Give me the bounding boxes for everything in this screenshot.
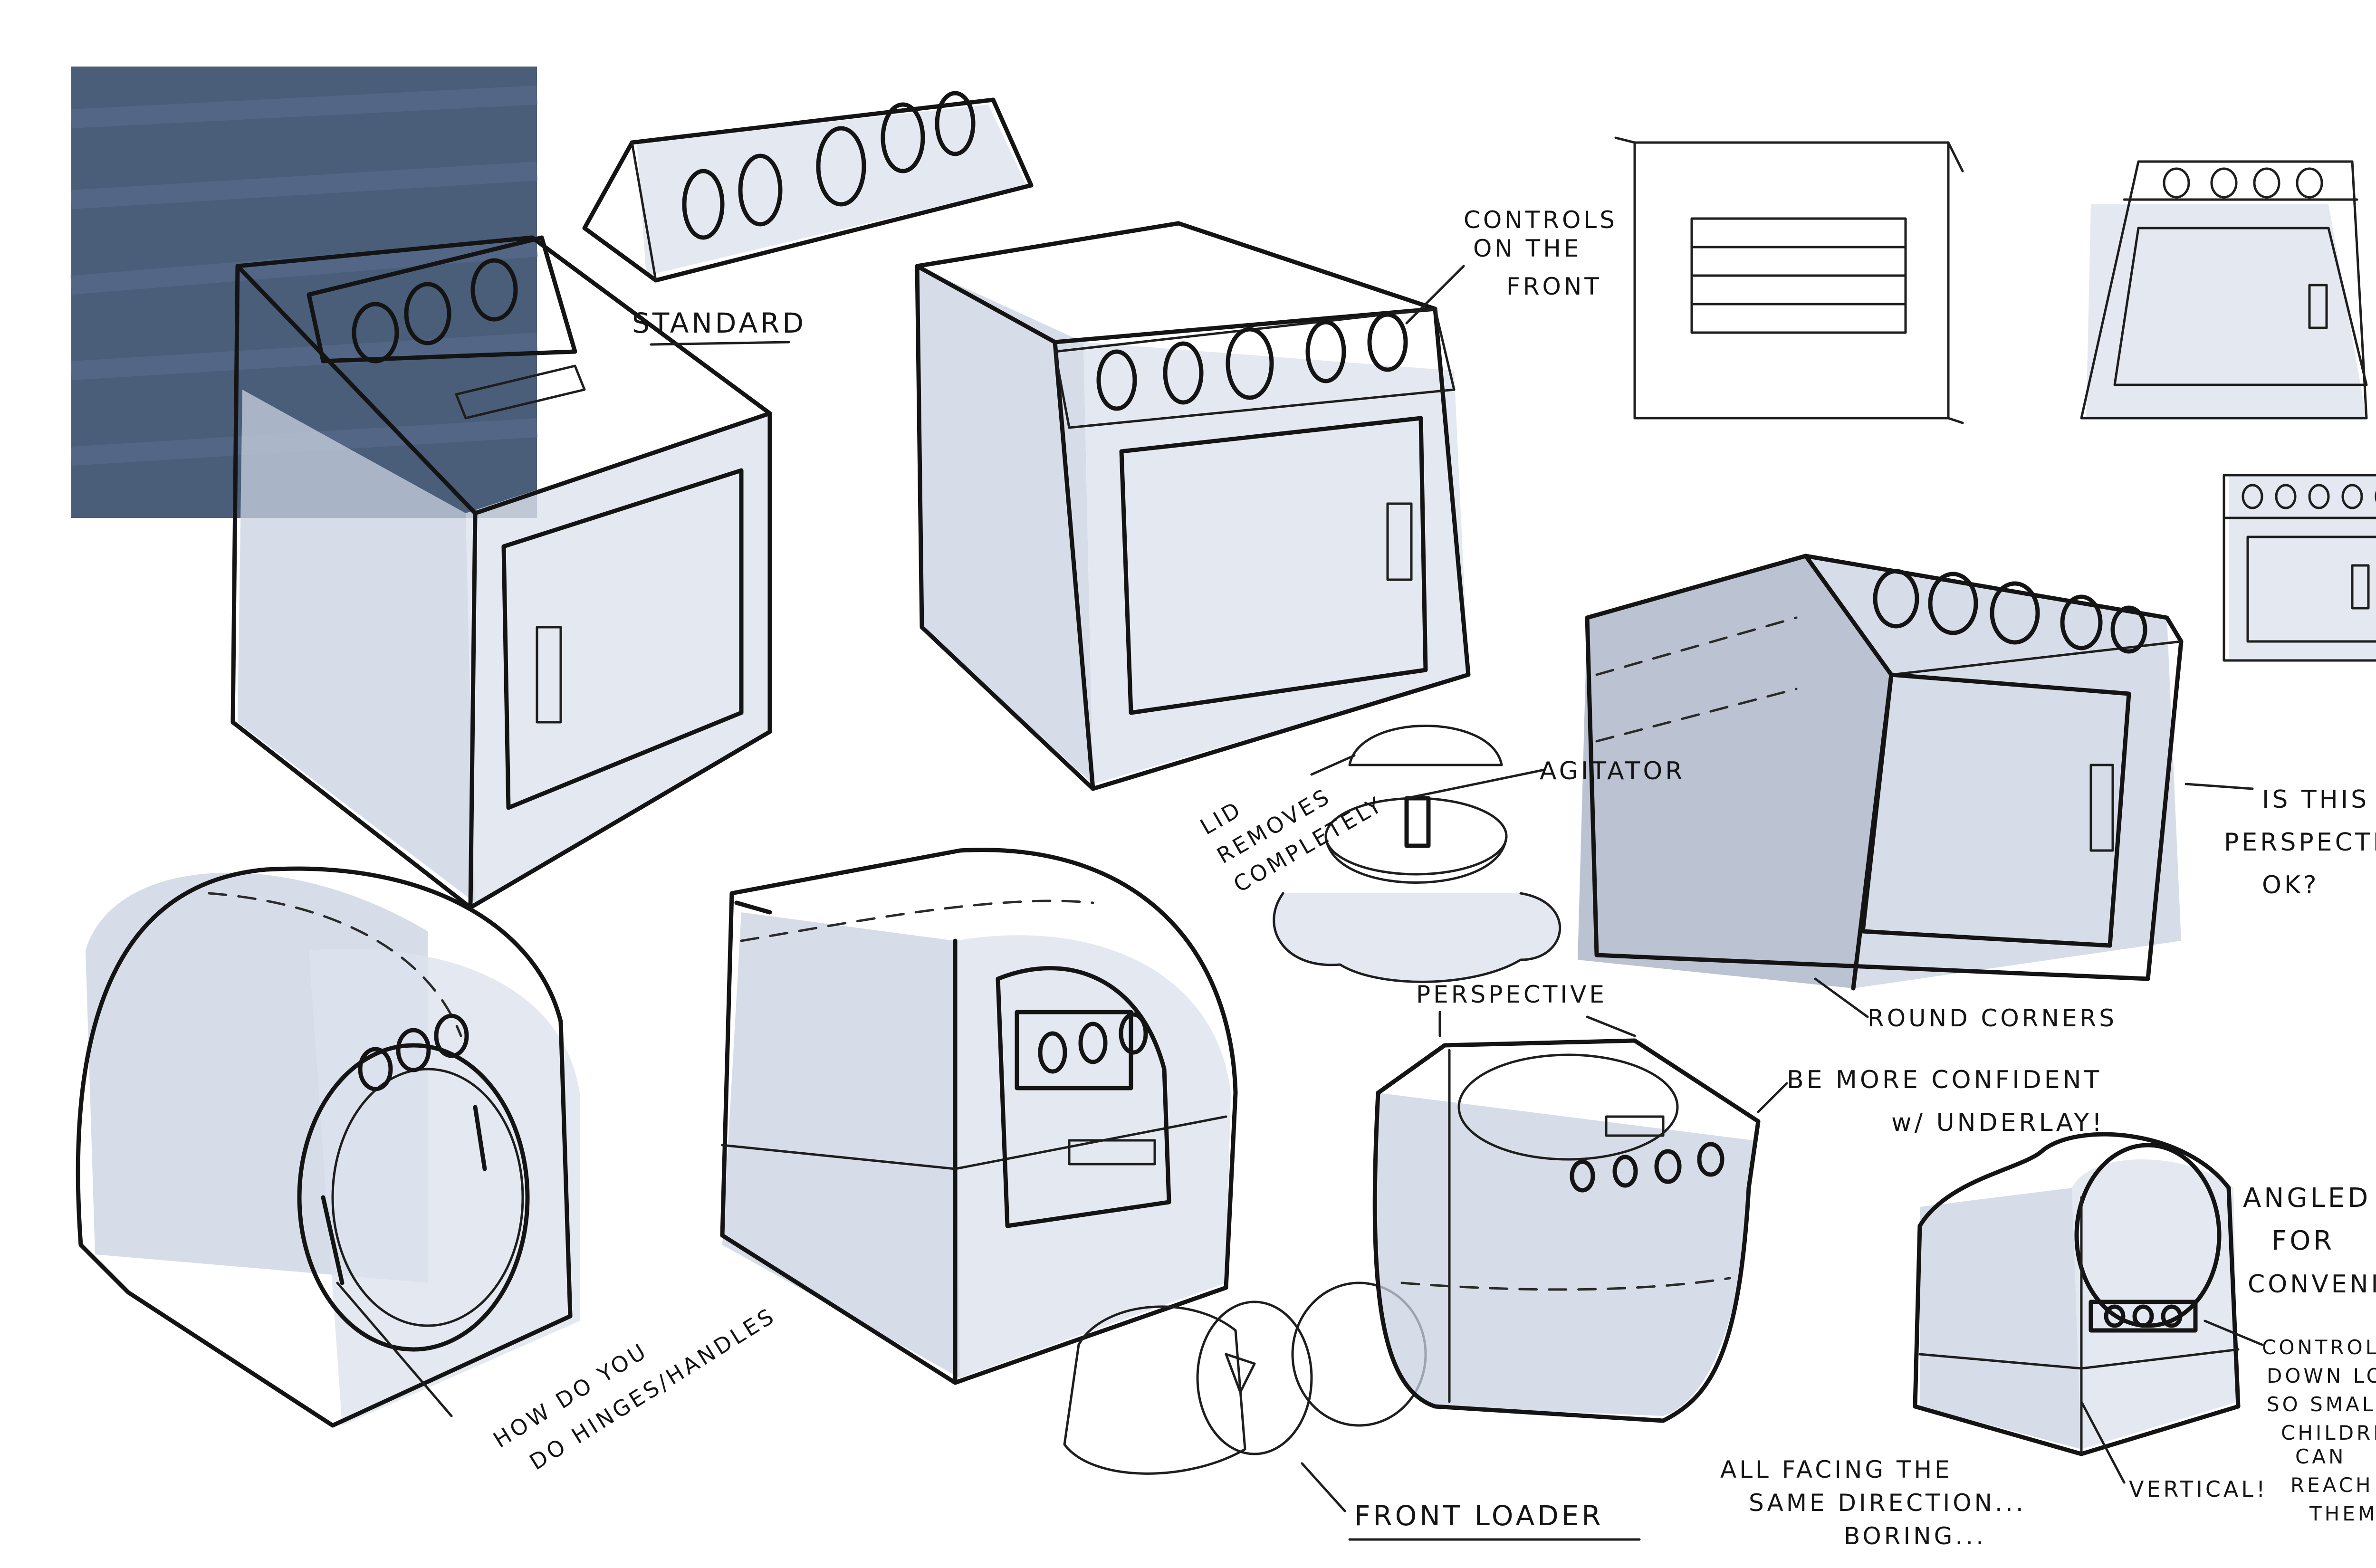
label-agitator: AGITATOR <box>1540 757 1685 785</box>
tilted-washer-sketch <box>1578 554 2184 991</box>
svg-text:CHILDREN: CHILDREN <box>2281 1421 2376 1444</box>
front-control-washer-sketch <box>915 221 1471 791</box>
label-perspective: PERSPECTIVE <box>1416 981 1607 1008</box>
label-be-more-confident: BE MORE CONFIDENT w/ UNDERLAY! <box>1787 1066 2105 1137</box>
label-round-corners: ROUND CORNERS <box>1868 1004 2117 1032</box>
label-all-facing: ALL FACING THE SAME DIRECTION... BORING.… <box>1720 1456 2026 1550</box>
svg-text:DOWN LOW: DOWN LOW <box>2267 1364 2376 1387</box>
svg-text:ALL FACING THE: ALL FACING THE <box>1720 1456 1953 1483</box>
svg-text:IS THIS: IS THIS <box>2262 785 2369 814</box>
control-panel-sketch <box>582 91 1034 283</box>
svg-text:PERSPECTIVE: PERSPECTIVE <box>2224 828 2376 857</box>
label-controls-down-low: CONTROLS DOWN LOW SO SMALL CHILDREN CAN … <box>2262 1336 2376 1525</box>
thumbnail-sketch-2 <box>2080 160 2368 420</box>
svg-text:OK?: OK? <box>2262 871 2319 899</box>
svg-text:CONTROLS: CONTROLS <box>2262 1336 2376 1359</box>
svg-text:CONTROLS: CONTROLS <box>1464 206 1618 234</box>
svg-text:ANGLED: ANGLED <box>2243 1183 2371 1214</box>
svg-text:CONVENIENCE: CONVENIENCE <box>2248 1270 2376 1299</box>
lid-agitator-sketch <box>1273 725 1562 983</box>
label-vertical: VERTICAL! <box>2129 1476 2268 1502</box>
svg-text:FOR: FOR <box>2271 1225 2335 1256</box>
boxy-washer-sketch <box>720 848 1238 1385</box>
svg-text:w/ UNDERLAY!: w/ UNDERLAY! <box>1891 1109 2105 1137</box>
svg-text:BE MORE CONFIDENT: BE MORE CONFIDENT <box>1787 1066 2102 1094</box>
svg-text:THEM: THEM <box>2309 1502 2376 1525</box>
thumbnail-sketch-3 <box>2223 474 2376 662</box>
label-angled-convenience: ANGLED FOR CONVENIENCE <box>2243 1183 2376 1299</box>
label-front-loader: FRONT LOADER <box>1354 1500 1604 1532</box>
label-controls-front: CONTROLS ON THE FRONT <box>1464 206 1618 300</box>
svg-text:SO SMALL: SO SMALL <box>2267 1393 2376 1416</box>
svg-text:REACH: REACH <box>2290 1473 2374 1497</box>
rounded-front-loader-sketch <box>76 866 580 1428</box>
label-is-this-perspective: IS THIS PERSPECTIVE OK? <box>2224 785 2376 899</box>
angled-small-washer-sketch <box>1913 1132 2241 1456</box>
svg-text:BORING...: BORING... <box>1844 1522 1986 1550</box>
standard-washer-sketch <box>230 235 772 910</box>
svg-text:SAME DIRECTION...: SAME DIRECTION... <box>1749 1489 2026 1517</box>
thumbnail-sketch-1 <box>1614 136 1964 424</box>
top-load-round-washer-sketch <box>1372 1038 1761 1423</box>
label-standard: STANDARD <box>632 307 806 339</box>
front-loader-sphere-sketch <box>1063 1281 1427 1475</box>
svg-text:CAN: CAN <box>2295 1445 2346 1468</box>
svg-text:FRONT: FRONT <box>1506 273 1602 300</box>
svg-text:ON THE: ON THE <box>1473 235 1581 262</box>
